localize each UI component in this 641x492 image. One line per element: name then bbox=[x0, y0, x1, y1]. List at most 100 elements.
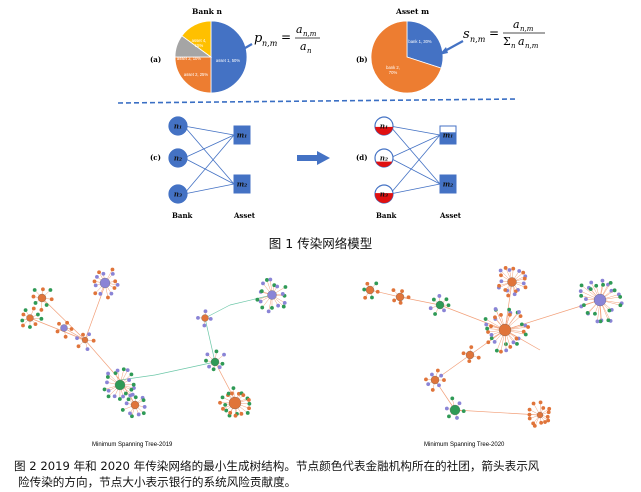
mst-right-leaf-node bbox=[444, 406, 449, 411]
mst-right-leaf-node bbox=[515, 341, 519, 346]
mst-left-leaf-node bbox=[218, 400, 222, 405]
figure-1-caption: 图 1 传染网络模型 bbox=[268, 236, 373, 251]
panel-c-asset-axis: Asset bbox=[233, 211, 256, 220]
mst-left-leaf-node bbox=[123, 391, 128, 396]
mst-right-leaf-node bbox=[400, 289, 404, 294]
mst-right-leaf-node bbox=[541, 406, 546, 410]
mst-left-leaf-node bbox=[133, 395, 138, 400]
mst-left-leaf-node bbox=[275, 284, 280, 289]
mst-right-leaf-node bbox=[607, 308, 612, 313]
mst-left-leaf-node bbox=[202, 323, 207, 328]
mst-left-leaf-node bbox=[115, 282, 120, 287]
mst-right-leaf-node bbox=[392, 298, 397, 303]
net-d-bank-label-2: n₂ bbox=[380, 154, 388, 163]
panel-c-bank-axis: Bank bbox=[172, 211, 193, 220]
mst-left-leaf-node bbox=[129, 372, 134, 377]
mst-left-leaf-node bbox=[266, 309, 271, 314]
mst-right-backbone-edge bbox=[454, 409, 541, 416]
mst-right-leaf-node bbox=[467, 359, 472, 364]
mst-left-leaf-node bbox=[92, 279, 97, 284]
mst-left-leaf-node bbox=[110, 267, 115, 272]
panel-c-label: (c) bbox=[150, 153, 161, 162]
mst-right-leaf-node bbox=[391, 288, 396, 293]
pie-a-slice-2 bbox=[174, 56, 212, 94]
mst-right-leaf-node bbox=[484, 322, 489, 327]
mst-left-leaf-node bbox=[23, 308, 28, 312]
mst-left-leaf-node bbox=[31, 306, 36, 311]
mst-right-leaf-node bbox=[507, 312, 512, 317]
mst-right-leaf-node bbox=[476, 355, 481, 360]
arrow-b-head bbox=[439, 47, 448, 55]
mst-left-leaf-node bbox=[20, 318, 25, 323]
mst-right-leaf-node bbox=[503, 266, 508, 270]
mst-left-leaf-node bbox=[113, 279, 118, 284]
mst-right-leaf-node bbox=[437, 294, 442, 298]
mst-right-leaf-node bbox=[426, 382, 431, 387]
mst-left-leaf-node bbox=[21, 312, 26, 317]
pie-a-slice-label-4: asset 4,15% bbox=[192, 38, 207, 48]
mst-right-leaf-node bbox=[598, 319, 603, 324]
mst-2019-network bbox=[20, 267, 288, 419]
net-d-bank-label-3: n₃ bbox=[380, 190, 388, 199]
mst-left-leaf-node bbox=[121, 367, 126, 372]
net-c-bank-label-2: n₂ bbox=[174, 154, 182, 163]
mst-left-leaf-node bbox=[49, 297, 54, 302]
mst-left-leaf-node bbox=[55, 329, 60, 334]
panel-b-label: (b) bbox=[356, 55, 368, 64]
mst-right-leaf-node bbox=[365, 281, 370, 286]
mst-right-leaf-node bbox=[531, 421, 536, 426]
pie-a-slice-1 bbox=[210, 20, 248, 94]
mst-left-hub-node bbox=[210, 357, 220, 367]
net-c-bank-label-3: n₃ bbox=[174, 190, 182, 199]
mst-right-leaf-node bbox=[521, 329, 526, 334]
mst-left-leaf-node bbox=[106, 371, 110, 376]
mst-right-leaf-node bbox=[447, 414, 451, 419]
panel-d-label: (d) bbox=[356, 153, 368, 162]
mst-left-leaf-node bbox=[141, 411, 146, 416]
net-d-edge bbox=[389, 125, 441, 136]
mst-right-leaf-node bbox=[546, 410, 551, 415]
mst-right-leaf-node bbox=[499, 313, 503, 317]
mst-left-backbone-edge bbox=[154, 361, 216, 376]
mst-left-leaf-node bbox=[272, 283, 277, 288]
net-c-asset-fill-1 bbox=[234, 126, 250, 144]
mst-2020-label: Minimum Spanning Tree-2020 bbox=[424, 442, 505, 448]
net-d-edge bbox=[389, 183, 441, 195]
mst-left-leaf-node bbox=[247, 401, 252, 406]
mst-left-leaf-node bbox=[233, 413, 238, 418]
mst-right-leaf-node bbox=[493, 315, 497, 320]
mst-right-leaf-node bbox=[517, 269, 522, 273]
net-d-edge bbox=[389, 157, 441, 185]
mst-right-leaf-node bbox=[489, 324, 493, 329]
mst-right-leaf-node bbox=[494, 348, 499, 353]
net-c-asset-fill-2 bbox=[234, 175, 250, 193]
net-c-asset-label-1: m₁ bbox=[237, 131, 247, 140]
mst-left-leaf-node bbox=[126, 397, 131, 402]
formula-s-den-a-sub: n,m bbox=[525, 42, 539, 50]
mst-right-leaf-node bbox=[618, 295, 623, 299]
mst-right-leaf-node bbox=[493, 307, 498, 311]
formula-p-num-sub: n,m bbox=[303, 30, 317, 38]
mst-right-leaf-node bbox=[523, 332, 528, 337]
mst-right-leaf-node bbox=[428, 306, 433, 311]
mst-right-leaf-node bbox=[579, 293, 584, 298]
pie-chart-asset: bank 1, 30%bank 2,70% bbox=[370, 20, 444, 94]
net-d-asset-fill-1 bbox=[440, 132, 456, 144]
pie-a-slice-label-2: asset 2, 25% bbox=[184, 72, 208, 77]
mst-right-leaf-node bbox=[455, 416, 459, 420]
mst-left-leaf-node bbox=[87, 332, 91, 337]
mst-right-leaf-node bbox=[547, 406, 552, 411]
pie-chart-bank: asset 1, 50%asset 2, 25%asset 3, 10%asse… bbox=[174, 20, 248, 94]
mst-right-leaf-node bbox=[538, 400, 543, 405]
mst-left-leaf-node bbox=[112, 286, 117, 290]
mst-right-leaf-node bbox=[499, 349, 503, 354]
mst-2019-label: Minimum Spanning Tree-2019 bbox=[92, 442, 173, 448]
mst-2020-network bbox=[362, 266, 624, 428]
mst-right-leaf-node bbox=[489, 333, 494, 337]
mst-left-leaf-node bbox=[44, 303, 49, 307]
mst-left-leaf-node bbox=[211, 367, 216, 372]
mst-right-leaf-node bbox=[517, 310, 521, 314]
mst-left-backbone-edge bbox=[119, 374, 156, 381]
mst-right-leaf-node bbox=[519, 322, 524, 327]
mst-right-leaf-node bbox=[437, 383, 441, 388]
